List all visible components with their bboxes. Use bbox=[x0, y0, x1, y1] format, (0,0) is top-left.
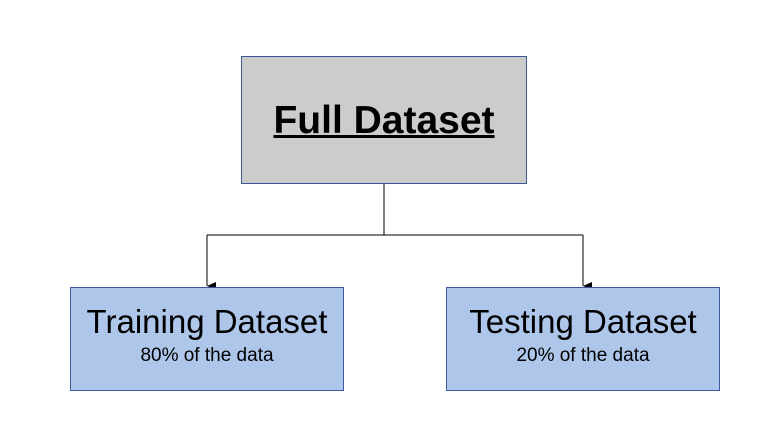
training-dataset-subtitle: 80% of the data bbox=[140, 345, 274, 366]
testing-dataset-subtitle: 20% of the data bbox=[516, 345, 650, 366]
full-dataset-label: Full Dataset bbox=[273, 98, 495, 142]
training-dataset-title: Training Dataset bbox=[86, 303, 328, 340]
testing-dataset-node: Testing Dataset 20% of the data bbox=[446, 287, 720, 391]
training-dataset-node: Training Dataset 80% of the data bbox=[70, 287, 344, 391]
full-dataset-node: Full Dataset bbox=[241, 56, 527, 184]
testing-dataset-title: Testing Dataset bbox=[469, 303, 697, 340]
